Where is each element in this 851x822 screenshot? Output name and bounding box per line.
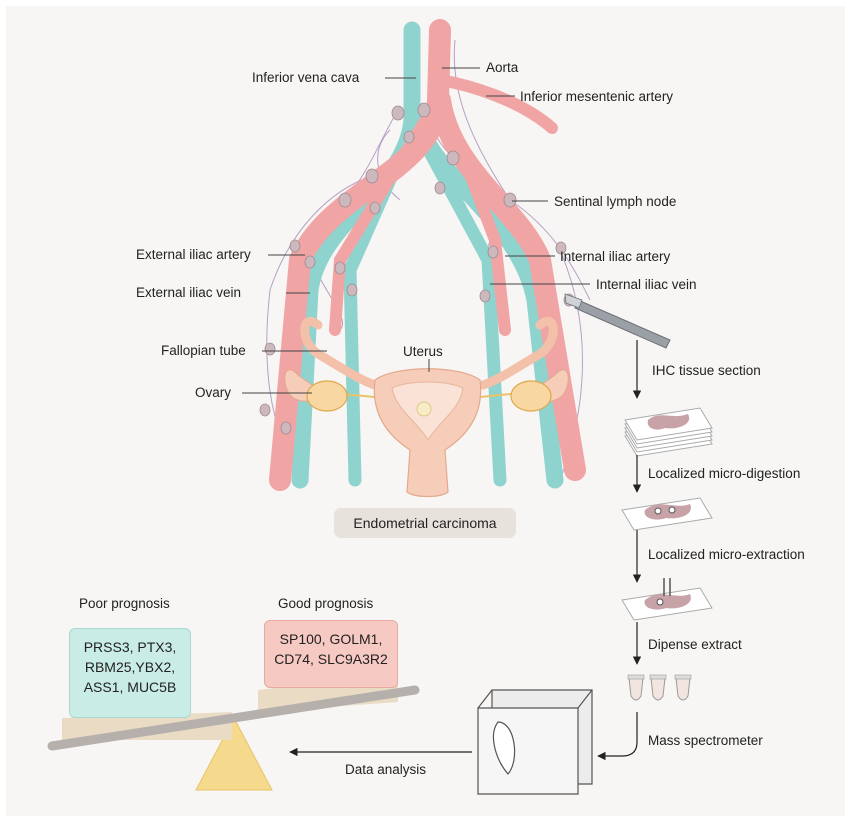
step-micro-digestion: Localized micro-digestion	[648, 466, 800, 482]
step-mass-spectrometer: Mass spectrometer	[648, 733, 763, 749]
good-prognosis-markers: SP100, GOLM1, CD74, SLC9A3R2	[264, 620, 398, 688]
label-external-iliac-vein: External iliac vein	[136, 285, 241, 301]
right-ovary	[511, 381, 551, 411]
extraction-slide-icon	[622, 578, 712, 620]
label-aorta: Aorta	[486, 60, 518, 76]
good-marker-line: CD74, SLC9A3R2	[265, 649, 397, 669]
label-inferior-mesenteric-artery: Inferior mesentenic artery	[520, 89, 673, 105]
digestion-slide-icon	[622, 498, 712, 530]
label-internal-iliac-artery: Internal iliac artery	[560, 249, 670, 265]
poor-prognosis-title: Poor prognosis	[79, 596, 170, 612]
label-sentinel-lymph-node: Sentinal lymph node	[554, 194, 676, 210]
label-external-iliac-artery: External iliac artery	[136, 247, 251, 263]
poor-marker-line: PRSS3, PTX3,	[70, 637, 190, 657]
mass-spectrometer-icon	[478, 690, 592, 794]
good-prognosis-title: Good prognosis	[278, 596, 373, 612]
step-micro-extraction: Localized micro-extraction	[648, 547, 805, 563]
ihc-section-stack-icon	[625, 408, 712, 456]
good-marker-line: SP100, GOLM1,	[265, 629, 397, 649]
step-data-analysis: Data analysis	[345, 762, 426, 778]
disease-label-box: Endometrial carcinoma	[334, 508, 516, 538]
label-fallopian-tube: Fallopian tube	[161, 343, 246, 359]
poor-prognosis-markers: PRSS3, PTX3, RBM25,YBX2, ASS1, MUC5B	[69, 628, 191, 718]
scalpel-icon	[565, 294, 670, 348]
label-internal-iliac-vein: Internal iliac vein	[596, 277, 697, 293]
left-ovary	[307, 381, 347, 411]
step-dispense-extract: Dipense extract	[648, 637, 742, 653]
label-inferior-vena-cava: Inferior vena cava	[252, 70, 359, 86]
sample-tubes-icon	[628, 675, 691, 700]
poor-marker-line: ASS1, MUC5B	[70, 677, 190, 697]
step-ihc-tissue-section: IHC tissue section	[652, 363, 761, 379]
label-ovary: Ovary	[195, 385, 231, 401]
label-uterus: Uterus	[403, 344, 443, 360]
poor-marker-line: RBM25,YBX2,	[70, 657, 190, 677]
